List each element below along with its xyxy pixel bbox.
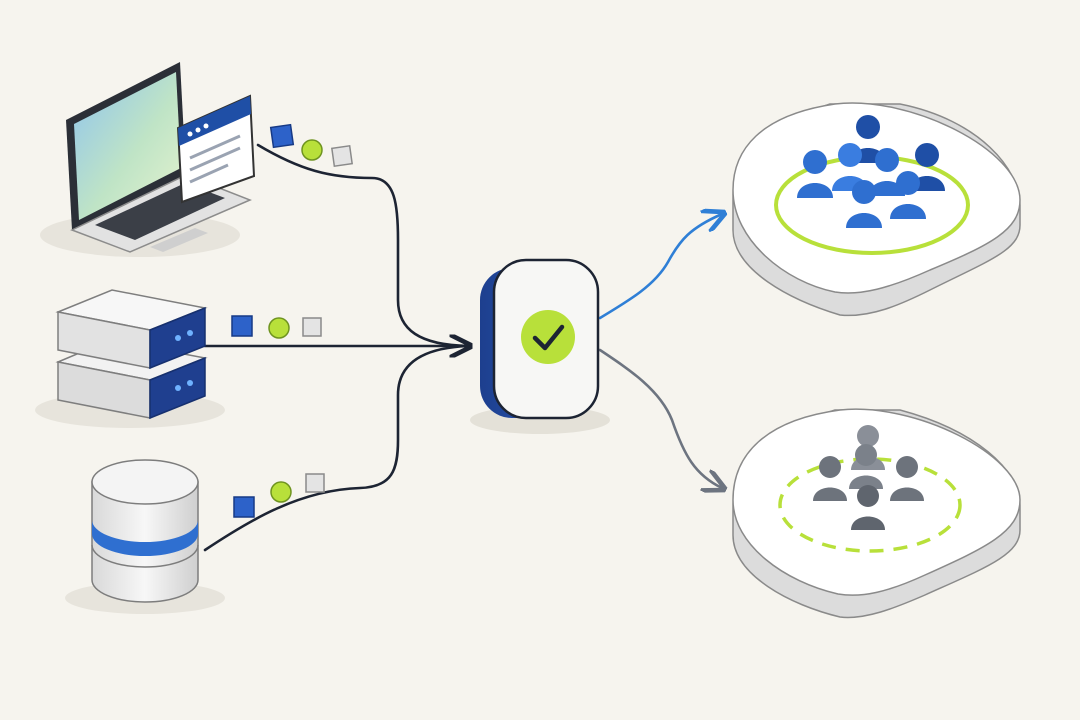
blue-cube-icon [233, 496, 255, 518]
person-icon [846, 180, 882, 228]
inactive-ring [778, 457, 962, 553]
check-mark-icon [532, 324, 565, 351]
user-group-icon [813, 425, 924, 530]
laptop-connector [256, 143, 470, 348]
database-connector [203, 344, 470, 552]
person-icon [813, 456, 847, 501]
grey-cube-icon [330, 144, 354, 168]
green-ball-icon [301, 139, 323, 161]
rejected-flow-arrow [598, 348, 722, 488]
laptop-with-browser-window-icon [66, 62, 256, 253]
grey-cube-icon [305, 473, 325, 493]
active-group-platform [732, 102, 1021, 317]
database-cylinder-icon [91, 459, 199, 603]
person-icon [849, 444, 883, 489]
inactive-group-platform [732, 408, 1021, 619]
database-data-packets [233, 473, 325, 518]
connector-lines [203, 143, 470, 552]
blue-cube-icon [231, 315, 253, 337]
user-group-icon [797, 115, 945, 228]
server-data-packets [231, 315, 322, 339]
person-icon [890, 456, 924, 501]
grey-cube-icon [302, 317, 322, 337]
person-icon [797, 150, 833, 198]
rack-server-icon [55, 289, 208, 420]
person-icon [869, 148, 905, 196]
green-ball-icon [268, 317, 290, 339]
person-icon [890, 171, 926, 219]
check-badge [521, 310, 575, 364]
validation-hub [470, 258, 610, 434]
green-ball-icon [270, 481, 292, 503]
server-source [35, 289, 322, 428]
database-source [65, 459, 325, 614]
laptop-data-packets [269, 123, 354, 168]
approved-flow-arrow [598, 214, 722, 320]
output-arrows [598, 214, 722, 488]
person-icon [851, 485, 885, 530]
blue-cube-icon [269, 123, 295, 149]
laptop-source [40, 62, 354, 257]
